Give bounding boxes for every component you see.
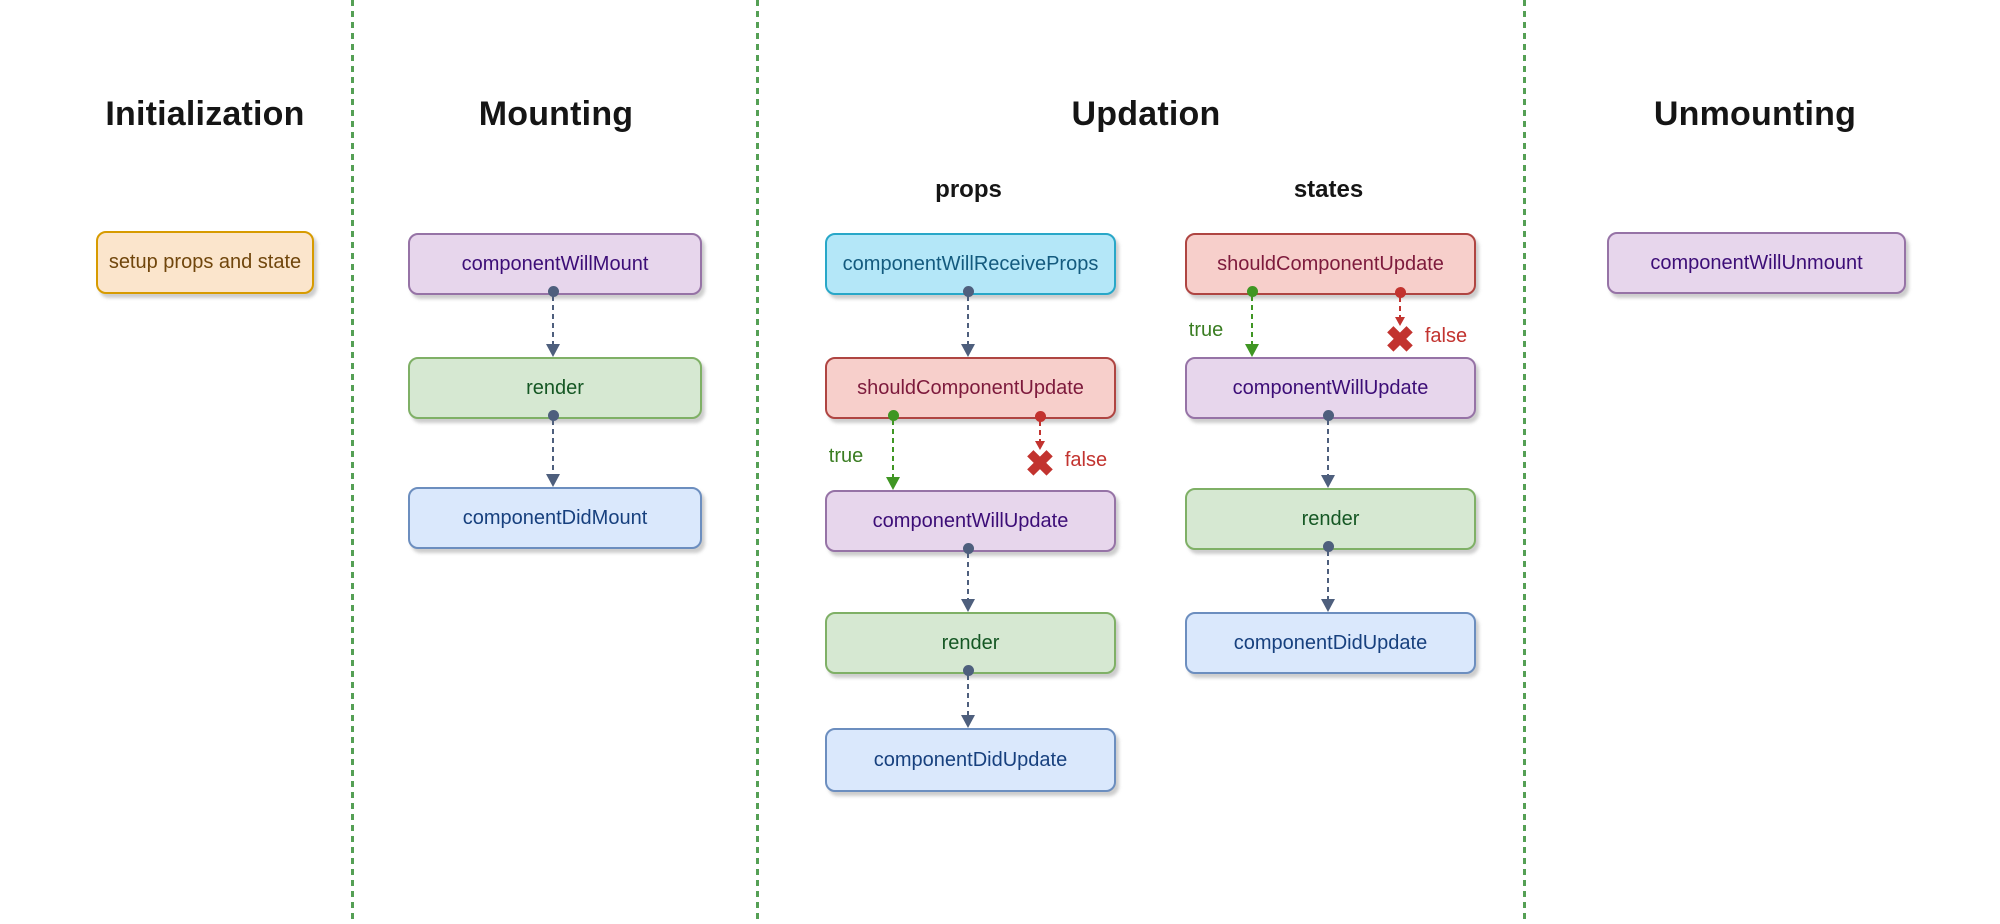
section-title-updation: Updation [1071,95,1221,133]
node-render-props: render [825,612,1116,674]
arrow-dot [962,542,974,554]
node-should-component-update-props: shouldComponentUpdate [825,357,1116,419]
arrow-dot [547,409,559,421]
arrow-dot [962,285,974,297]
section-divider [351,0,354,924]
arrow-head-icon [1245,344,1259,357]
node-component-did-update-props: componentDidUpdate [825,728,1116,792]
arrow-head-icon [1321,475,1335,488]
arrow-line [1326,551,1330,599]
arrow-dot [887,409,899,421]
arrow-head-icon [546,474,560,487]
arrow-line [551,420,555,474]
true-label-states: true [1188,319,1224,341]
arrow-line [891,420,895,477]
node-component-will-mount: componentWillMount [408,233,702,295]
node-component-will-unmount: componentWillUnmount [1607,232,1906,294]
section-title-initialization: Initialization [105,95,305,133]
arrow-line [966,296,970,344]
arrow-dot [1246,285,1258,297]
arrow-line [1250,296,1254,344]
false-label-props: false [1064,449,1108,471]
arrow-head-icon [961,344,975,357]
true-label-props: true [828,445,864,467]
arrow-line [966,675,970,715]
arrow-head-icon [961,599,975,612]
section-divider [1523,0,1526,924]
arrow-line [1038,421,1042,445]
arrow-dot [1322,409,1334,421]
arrow-dot [1034,411,1046,422]
node-render-states: render [1185,488,1476,550]
node-component-did-update-states: componentDidUpdate [1185,612,1476,674]
node-component-will-update-states: componentWillUpdate [1185,357,1476,419]
false-label-states: false [1424,325,1468,347]
arrow-dot [1322,540,1334,552]
arrow-head-icon [1034,441,1045,450]
arrow-head-icon [961,715,975,728]
column-title-props: props [935,176,1002,203]
arrow-line [551,296,555,344]
false-cross-icon-states: ✖ [1384,319,1416,360]
arrow-line [1398,297,1402,319]
node-setup-props-and-state: setup props and state [96,231,314,294]
section-divider [756,0,759,924]
section-title-unmounting: Unmounting [1653,95,1857,133]
node-should-component-update-states: shouldComponentUpdate [1185,233,1476,295]
arrow-line [966,553,970,599]
arrow-line [1326,420,1330,475]
arrow-dot [1394,287,1406,298]
arrow-head-icon [546,344,560,357]
arrow-dot [962,664,974,676]
false-cross-icon-props: ✖ [1024,443,1056,484]
arrow-dot [547,285,559,297]
arrow-head-icon [1394,317,1405,326]
arrow-head-icon [886,477,900,490]
section-title-mounting: Mounting [478,95,634,133]
node-component-will-receive-props: componentWillReceiveProps [825,233,1116,295]
node-component-did-mount: componentDidMount [408,487,702,549]
arrow-head-icon [1321,599,1335,612]
column-title-states: states [1293,176,1364,203]
